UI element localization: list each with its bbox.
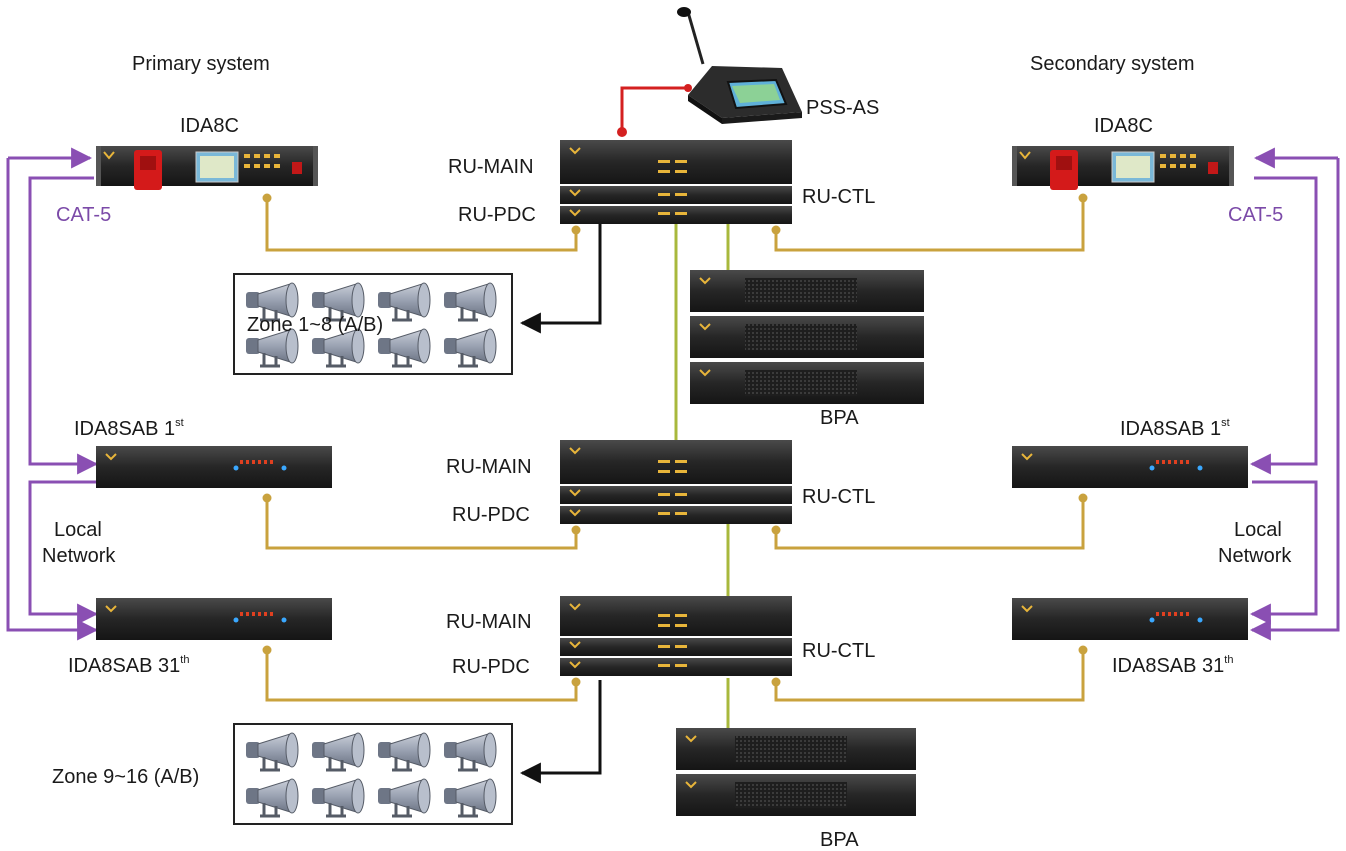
horn-speaker-icon: [246, 328, 299, 368]
horn-speaker-icon: [246, 732, 299, 772]
horn-speaker-icon: [312, 282, 365, 322]
backbone-cables: [674, 222, 730, 732]
primary-system-title: Primary system: [132, 53, 270, 75]
cat5-left-label: CAT-5: [56, 204, 112, 226]
ida8c-right-device: [1012, 146, 1234, 190]
ida8sab-31-left-device: [96, 598, 332, 640]
ida8sab-1-right-device: [1012, 446, 1248, 488]
zone-a-cable: [519, 224, 602, 334]
ru-main-2-label: RU-MAIN: [446, 456, 532, 478]
horn-speaker-icon: [378, 778, 431, 818]
mic-cable: [620, 86, 688, 130]
ru-stack-2: [560, 440, 792, 524]
horn-speaker-icon: [378, 282, 431, 322]
ida8c-left-device: [96, 146, 318, 190]
ru-ctl-2-label: RU-CTL: [802, 486, 876, 508]
ida8sab-31-right-device: [1012, 598, 1248, 640]
horn-speaker-icon: [444, 282, 497, 322]
cat5-right-label: CAT-5: [1228, 204, 1284, 226]
horn-speaker-icon: [246, 282, 299, 322]
local-network-left-line2: Network: [42, 545, 116, 567]
horn-speaker-icon: [378, 328, 431, 368]
ru-pdc-3-label: RU-PDC: [452, 656, 530, 678]
ida8sab-31-left-label: IDA8SAB 31th: [68, 654, 190, 677]
horn-speaker-icon: [444, 778, 497, 818]
horn-speaker-icon: [444, 328, 497, 368]
gold-cable-plugs: [262, 193, 1088, 687]
ru-ctl-3-label: RU-CTL: [802, 640, 876, 662]
local-network-right-line1: Local: [1234, 519, 1282, 541]
zone-b-cable: [519, 680, 602, 784]
horn-speaker-icon: [378, 732, 431, 772]
zone-a-label: Zone 1~8 (A/B): [247, 314, 384, 336]
ru-ctl-1-label: RU-CTL: [802, 186, 876, 208]
ida8c-right-label: IDA8C: [1094, 115, 1153, 137]
horn-speaker-icon: [246, 778, 299, 818]
pss-as-console: [677, 7, 802, 124]
zone-b-label: Zone 9~16 (A/B): [52, 766, 200, 788]
local-network-left-line1: Local: [54, 519, 102, 541]
bpa-amplifiers-bottom: [676, 728, 916, 816]
ru-pdc-2-label: RU-PDC: [452, 504, 530, 526]
ida8sab-1-left-device: [96, 446, 332, 488]
ida8c-left-label: IDA8C: [180, 115, 239, 137]
cat5-cables-left: [6, 147, 99, 641]
zone-a-horn-speakers: [246, 282, 497, 368]
ru-stack-3: [560, 596, 792, 676]
cat5-cables-right: [1249, 147, 1340, 641]
horn-speaker-icon: [444, 732, 497, 772]
zone-b-horn-speakers: [246, 732, 497, 818]
ida8sab-1-right-label: IDA8SAB 1st: [1120, 417, 1230, 440]
gold-cables: [265, 198, 1085, 702]
ru-main-1-label: RU-MAIN: [448, 156, 534, 178]
pss-as-label: PSS-AS: [806, 97, 880, 119]
ida8sab-1-left-label: IDA8SAB 1st: [74, 417, 184, 440]
horn-speaker-icon: [312, 732, 365, 772]
ru-stack-1: [560, 140, 792, 224]
bpa-bottom-label: BPA: [820, 829, 859, 851]
secondary-system-title: Secondary system: [1030, 53, 1195, 75]
ru-pdc-1-label: RU-PDC: [458, 204, 536, 226]
bpa-top-label: BPA: [820, 407, 859, 429]
local-network-right-line2: Network: [1218, 545, 1292, 567]
ida8sab-31-right-label: IDA8SAB 31th: [1112, 654, 1234, 677]
horn-speaker-icon: [312, 328, 365, 368]
ru-main-3-label: RU-MAIN: [446, 611, 532, 633]
horn-speaker-icon: [312, 778, 365, 818]
bpa-amplifiers-top: [690, 270, 924, 404]
